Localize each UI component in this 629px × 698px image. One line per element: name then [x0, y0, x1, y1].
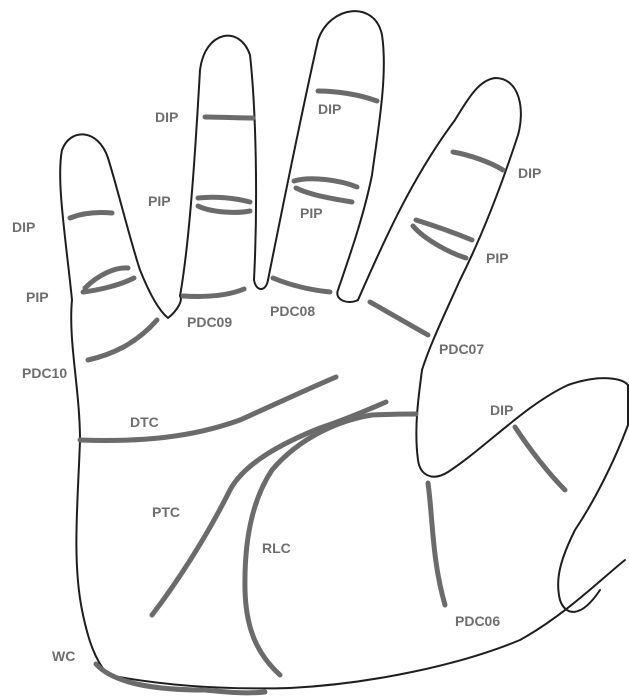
label-pip-little: PIP: [26, 289, 49, 305]
label-dip-middle: DIP: [318, 101, 341, 117]
label-rlc: RLC: [262, 540, 291, 556]
label-ptc: PTC: [152, 504, 180, 520]
dip-crease-little: [70, 213, 112, 218]
label-dip-thumb: DIP: [490, 402, 513, 418]
label-pdc08: PDC08: [270, 303, 315, 319]
label-pdc07: PDC07: [439, 341, 484, 357]
label-pdc06: PDC06: [455, 613, 500, 629]
label-pdc10: PDC10: [22, 365, 67, 381]
label-dip-little: DIP: [12, 219, 35, 235]
thumb-outline: [558, 385, 628, 612]
label-dip-index: DIP: [518, 165, 541, 181]
pip-crease-ring-b: [198, 206, 250, 212]
pip-crease-middle-b: [296, 188, 352, 202]
little-finger-outline: [60, 134, 181, 318]
wrist-edge: [108, 560, 625, 688]
label-pdc09: PDC09: [187, 314, 232, 330]
pip-crease-middle-a: [294, 179, 357, 187]
label-pip-middle: PIP: [300, 205, 323, 221]
label-pip-ring: PIP: [148, 193, 171, 209]
crease-labels: DIP PIP PDC10 DIP PIP PDC09 DIP PIP PDC0…: [12, 101, 541, 664]
pip-crease-index-b: [413, 226, 466, 258]
label-dip-ring: DIP: [155, 109, 178, 125]
crease-lines: [70, 91, 565, 693]
label-pip-index: PIP: [486, 250, 509, 266]
dtc-crease: [80, 377, 336, 440]
ring-finger-outline: [180, 36, 268, 296]
dip-crease-ring: [205, 117, 253, 118]
pdc10-crease: [88, 320, 157, 360]
pdc07-crease: [370, 302, 428, 335]
dip-crease-index: [453, 152, 503, 170]
label-dtc: DTC: [130, 414, 159, 430]
middle-finger-outline: [268, 11, 384, 302]
pdc06-crease: [428, 483, 445, 605]
dip-crease-thumb: [515, 427, 565, 490]
label-wc: WC: [52, 648, 75, 664]
pdc08-crease: [273, 278, 330, 292]
index-finger-outline: [358, 78, 521, 370]
palm-right-edge: [416, 370, 628, 477]
dip-crease-middle: [318, 91, 377, 101]
pdc09-crease: [183, 289, 244, 296]
hand-outline: [60, 11, 628, 688]
pip-crease-ring-a: [198, 197, 250, 202]
